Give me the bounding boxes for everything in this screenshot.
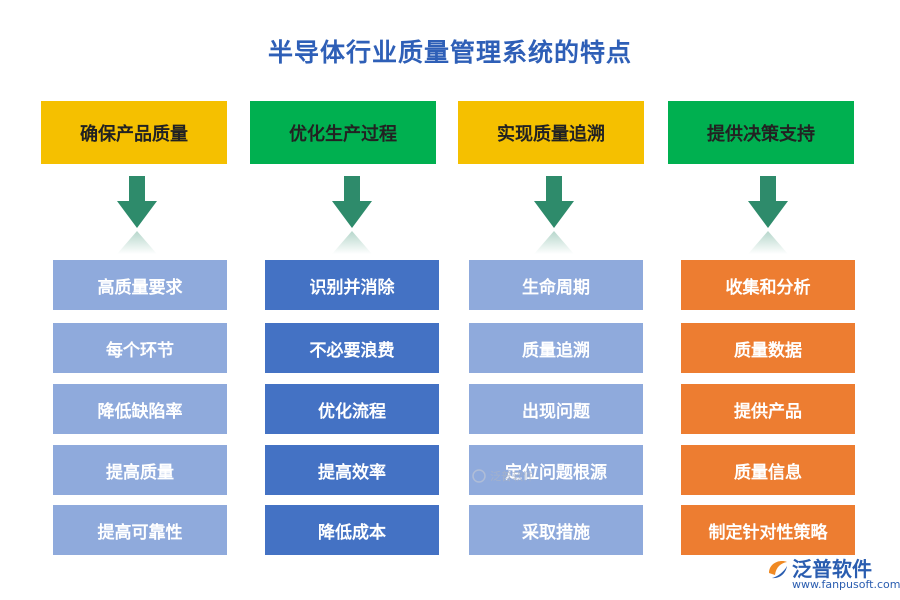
column-header-4: 提供决策支持 [668,101,854,164]
list-item: 提高效率 [265,445,439,495]
list-item: 降低成本 [265,505,439,555]
list-item: 降低缺陷率 [53,384,227,434]
column-header-3: 实现质量追溯 [458,101,644,164]
column-header-2: 优化生产过程 [250,101,436,164]
brand-name: 泛普软件 [792,557,872,581]
list-item: 生命周期 [469,260,643,310]
down-arrow-icon [532,176,576,254]
list-item: 提高可靠性 [53,505,227,555]
page-title: 半导体行业质量管理系统的特点 [267,38,632,67]
list-item: 质量信息 [681,445,855,495]
down-arrow-icon [746,176,790,254]
watermark-logo-icon [472,469,486,483]
list-item: 收集和分析 [681,260,855,310]
list-item: 识别并消除 [265,260,439,310]
list-item: 不必要浪费 [265,323,439,373]
list-item: 质量追溯 [469,323,643,373]
list-item: 每个环节 [53,323,227,373]
column-header-1: 确保产品质量 [41,101,227,164]
down-arrow-icon [330,176,374,254]
list-item: 出现问题 [469,384,643,434]
down-arrow-icon [115,176,159,254]
list-item: 优化流程 [265,384,439,434]
list-item: 提供产品 [681,384,855,434]
list-item: 高质量要求 [53,260,227,310]
list-item: 质量数据 [681,323,855,373]
list-item: 提高质量 [53,445,227,495]
list-item: 制定针对性策略 [681,505,855,555]
watermark: 泛普软件 [472,468,534,484]
fanpu-logo-icon [769,561,787,579]
watermark-text: 泛普软件 [490,470,534,483]
brand-url: www.fanpusoft.com [792,578,900,591]
list-item: 采取措施 [469,505,643,555]
brand-logo: 泛普软件 www.fanpusoft.com [766,553,900,593]
list-item: 定位问题根源 [469,445,643,495]
